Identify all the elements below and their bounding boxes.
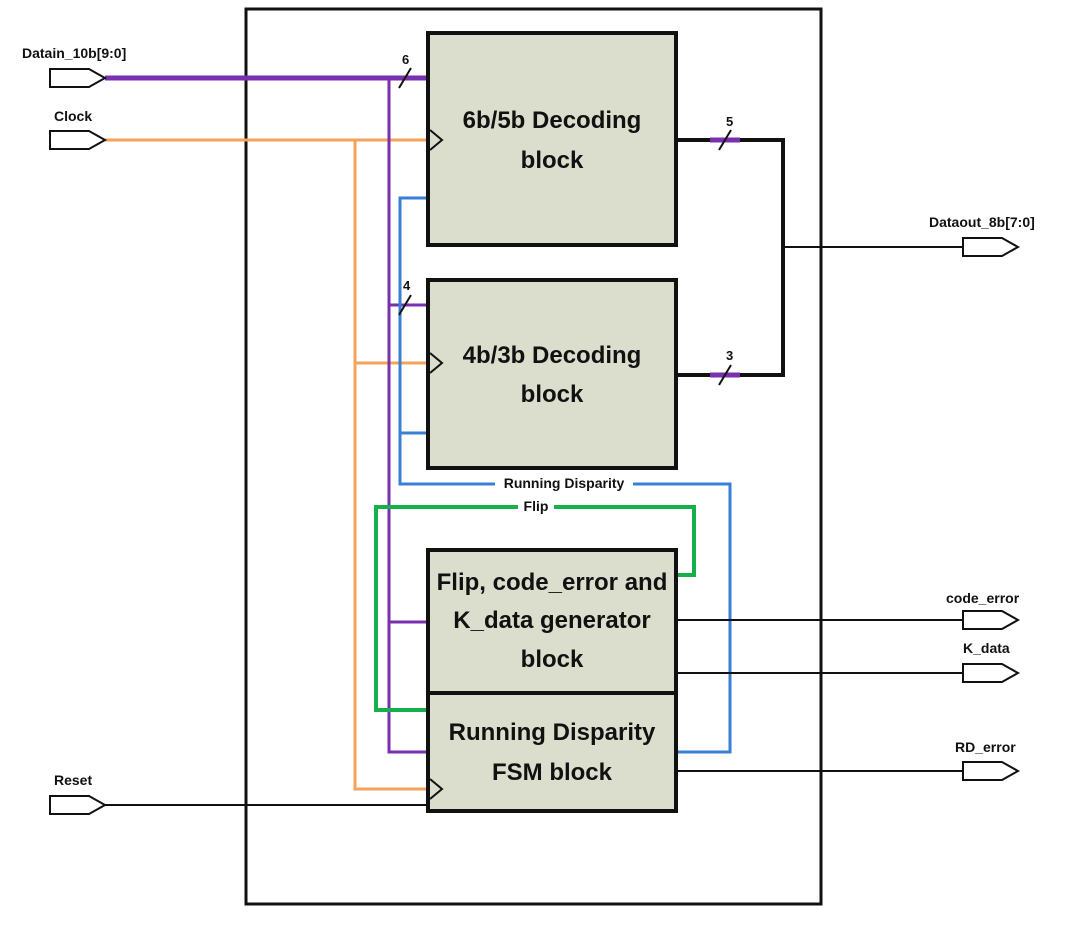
clock-marker-4b3b: [429, 352, 444, 374]
rd-error-port-arrow: [962, 761, 1021, 781]
flip-generator-label-1: Flip, code_error and: [437, 569, 668, 596]
running-disparity-label-bg: [495, 475, 633, 492]
code-error-port-arrow: [962, 610, 1021, 630]
data-bus-wires: [105, 75, 740, 754]
dataout-port-arrow: [962, 237, 1021, 257]
clock-input-markers: [429, 129, 444, 800]
clock-marker-fsm: [429, 778, 444, 800]
running-disparity-label: Running Disparity: [504, 475, 625, 491]
slash-3b: [718, 364, 732, 386]
bus-slash-marks: [398, 67, 732, 386]
bus-width-4: 4: [403, 278, 411, 293]
bus-width-5: 5: [726, 114, 733, 129]
bus-width-3: 3: [726, 348, 733, 363]
k-data-port-arrow: [962, 663, 1021, 683]
slash-5b: [718, 129, 732, 151]
dataout-port-label: Dataout_8b[7:0]: [929, 214, 1035, 230]
output-wires: [105, 138, 963, 806]
decode-4b3b-label-2: block: [521, 381, 584, 408]
flip-generator-block: [426, 548, 678, 695]
module-boundary: [244, 7, 823, 906]
datain-port-label: Datain_10b[9:0]: [22, 45, 126, 61]
flip-generator-label-3: block: [521, 646, 584, 673]
k-data-port-label: K_data: [963, 640, 1010, 656]
decode-4b3b-label-1: 4b/3b Decoding: [463, 342, 642, 369]
code-error-port-label: code_error: [946, 590, 1020, 606]
slash-4b: [398, 294, 412, 316]
clock-port-arrow: [49, 130, 108, 150]
decode-6b5b-block: [426, 31, 678, 247]
reset-port-arrow: [49, 795, 108, 815]
rd-fsm-label-1: Running Disparity: [449, 719, 656, 746]
rd-fsm-label-2: FSM block: [492, 759, 613, 786]
clock-marker-6b5b: [429, 129, 444, 151]
clock-wires: [105, 138, 428, 791]
slash-6b: [398, 67, 412, 89]
rd-fsm-block: [426, 691, 678, 813]
decode-6b5b-label-2: block: [521, 147, 584, 174]
flip-generator-label-2: K_data generator: [453, 607, 650, 634]
decode-6b5b-label-1: 6b/5b Decoding: [463, 107, 642, 134]
decode-4b3b-block: [426, 278, 678, 470]
flip-label-bg: [518, 498, 554, 515]
reset-port-label: Reset: [54, 772, 92, 788]
flip-label: Flip: [524, 498, 549, 514]
bus-width-6: 6: [402, 52, 409, 67]
clock-port-label: Clock: [54, 108, 92, 124]
datain-port-arrow: [49, 68, 108, 88]
rd-error-port-label: RD_error: [955, 739, 1016, 755]
